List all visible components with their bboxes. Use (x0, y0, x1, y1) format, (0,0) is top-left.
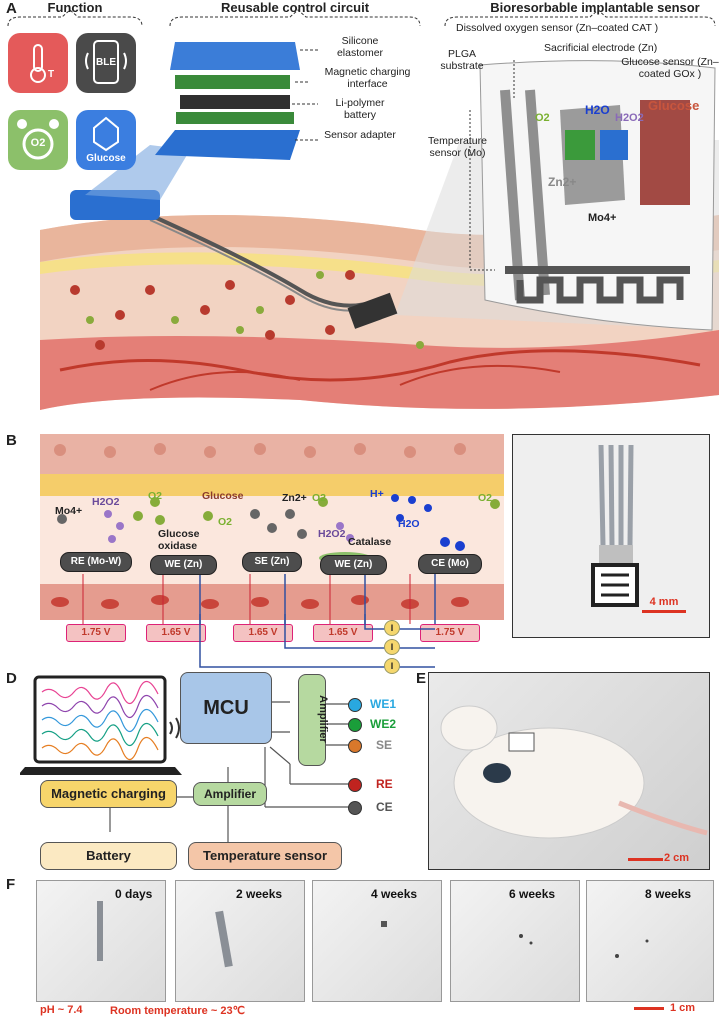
panel-e-label: E (416, 670, 427, 687)
panel-a-label: A (6, 0, 17, 17)
channel-re: RE (376, 777, 393, 791)
h2o2-label: H2O2 (615, 112, 644, 124)
f-timepoint-1: 2 weeks (236, 887, 283, 901)
part-silicone: Silicone elastomer (336, 35, 384, 59)
f-timepoint-3: 6 weeks (509, 887, 556, 901)
magnetic-charging-block: Magnetic charging (40, 780, 177, 808)
b-o2b: O2 (218, 516, 233, 528)
photo-6-weeks: 6 weeks (450, 880, 580, 1002)
battery-block: Battery (40, 842, 177, 870)
panel-f-label: F (6, 876, 16, 893)
b-mo: Mo4+ (55, 505, 83, 517)
label-temp-sensor: Temperature sensor (Mo) (428, 135, 487, 159)
channel-we1: WE1 (370, 697, 397, 711)
sensor-title: Bioresorbable implantable sensor (490, 0, 700, 15)
label-do-sensor: Dissolved oxygen sensor (Zn–coated CAT ) (456, 22, 659, 34)
electrode-we2: WE (Zn) (320, 555, 387, 575)
f-scale-bar (634, 1007, 664, 1010)
temp-symbol: T (48, 69, 55, 80)
current-loops (199, 614, 435, 668)
oxygen-icon: O2 (8, 110, 68, 170)
h2o-label: H2O (585, 103, 610, 117)
channel-dot-we2 (348, 718, 362, 732)
voltage-3: 1.65 V (233, 624, 293, 642)
c-scale-bar (642, 610, 686, 613)
label-glucose-sensor: Glucose sensor (Zn–coated GOx ) (621, 56, 719, 80)
voltage-1: 1.75 V (66, 624, 126, 642)
current-source-2: I (384, 639, 400, 655)
b-o2d: O2 (478, 492, 493, 504)
photo-2-weeks: 2 weeks (175, 880, 305, 1002)
channel-dot-ce (348, 801, 362, 815)
ble-label: BLE (96, 57, 116, 68)
panel-a-illustration (7, 9, 719, 410)
glucose-icon: Glucose (76, 110, 136, 170)
current-source-1: I (384, 620, 400, 636)
e-scale-bar (628, 858, 663, 861)
ble-phone-icon: BLE (76, 33, 136, 93)
o2-label-a: O2 (535, 112, 550, 124)
label-plga: PLGA substrate (440, 48, 484, 72)
electrode-re: RE (Mo-W) (60, 552, 132, 572)
function-title: Function (47, 0, 103, 15)
channel-dot-we1 (348, 698, 362, 712)
part-adapter: Sensor adapter (324, 129, 396, 141)
photo-8-weeks: 8 weeks (586, 880, 714, 1002)
amplifier-block: Amplifier (193, 782, 267, 806)
f-room-label: Room temperature ~ 23℃ (110, 1005, 245, 1017)
amplifier-vertical-label: Amplifier (316, 695, 329, 743)
channel-dot-re (348, 778, 362, 792)
rat-photo (428, 672, 710, 870)
o2-label: O2 (30, 137, 46, 149)
channel-se: SE (376, 738, 393, 752)
voltage-2: 1.65 V (146, 624, 206, 642)
panel-b-label: B (6, 432, 17, 449)
b-catalase: Catalase (348, 536, 392, 548)
panel-d-wiring (20, 675, 350, 842)
electrode-ce: CE (Mo) (418, 554, 482, 574)
part-battery: Li-polymer battery (335, 97, 385, 121)
channel-ce: CE (376, 800, 393, 814)
e-scale-label: 2 cm (664, 852, 690, 864)
b-glucose: Glucose (202, 490, 244, 502)
panel-b-illustration (40, 434, 504, 634)
circuit-title: Reusable control circuit (220, 0, 370, 15)
b-gox: Glucose oxidase (158, 528, 200, 552)
b-hplus: H+ (370, 488, 384, 500)
channel-we2: WE2 (370, 717, 397, 731)
glucose-label: Glucose (86, 153, 126, 164)
temperature-icon: T (8, 33, 68, 93)
f-timepoint-0: 0 days (115, 887, 153, 901)
f-ph-label: pH ~ 7.4 (40, 1004, 83, 1016)
b-o2c: O2 (312, 492, 327, 504)
b-o2a: O2 (148, 490, 163, 502)
part-magnetic: Magnetic charging interface (324, 66, 411, 90)
electrode-we1: WE (Zn) (150, 555, 217, 575)
amplifier-vertical: Amplifier (298, 674, 329, 766)
panel-d-label: D (6, 670, 17, 687)
sensor-photo (512, 434, 710, 638)
mcu-block: MCU (180, 672, 272, 744)
b-zn: Zn2+ (282, 492, 307, 504)
b-h2o2a: H2O2 (92, 496, 120, 508)
f-scale-label: 1 cm (670, 1002, 696, 1014)
c-scale-label: 4 mm (649, 596, 679, 608)
temperature-sensor-block: Temperature sensor (188, 842, 342, 870)
f-timepoint-2: 4 weeks (371, 887, 418, 901)
current-source-3: I (384, 658, 400, 674)
mo-ion: Mo4+ (588, 212, 617, 224)
glucose-label-a: Glucose (648, 98, 700, 113)
voltage-4: 1.65 V (313, 624, 373, 642)
label-sacrificial: Sacrificial electrode (Zn) (544, 42, 658, 54)
photo-0-days: 0 days (36, 880, 166, 1002)
b-h2o: H2O (398, 518, 420, 530)
f-timepoint-4: 8 weeks (645, 887, 692, 901)
zn-ion: Zn2+ (548, 175, 577, 189)
channel-dot-se (348, 739, 362, 753)
photo-4-weeks: 4 weeks (312, 880, 442, 1002)
electrode-se: SE (Zn) (242, 552, 302, 572)
b-h2o2b: H2O2 (318, 528, 346, 540)
